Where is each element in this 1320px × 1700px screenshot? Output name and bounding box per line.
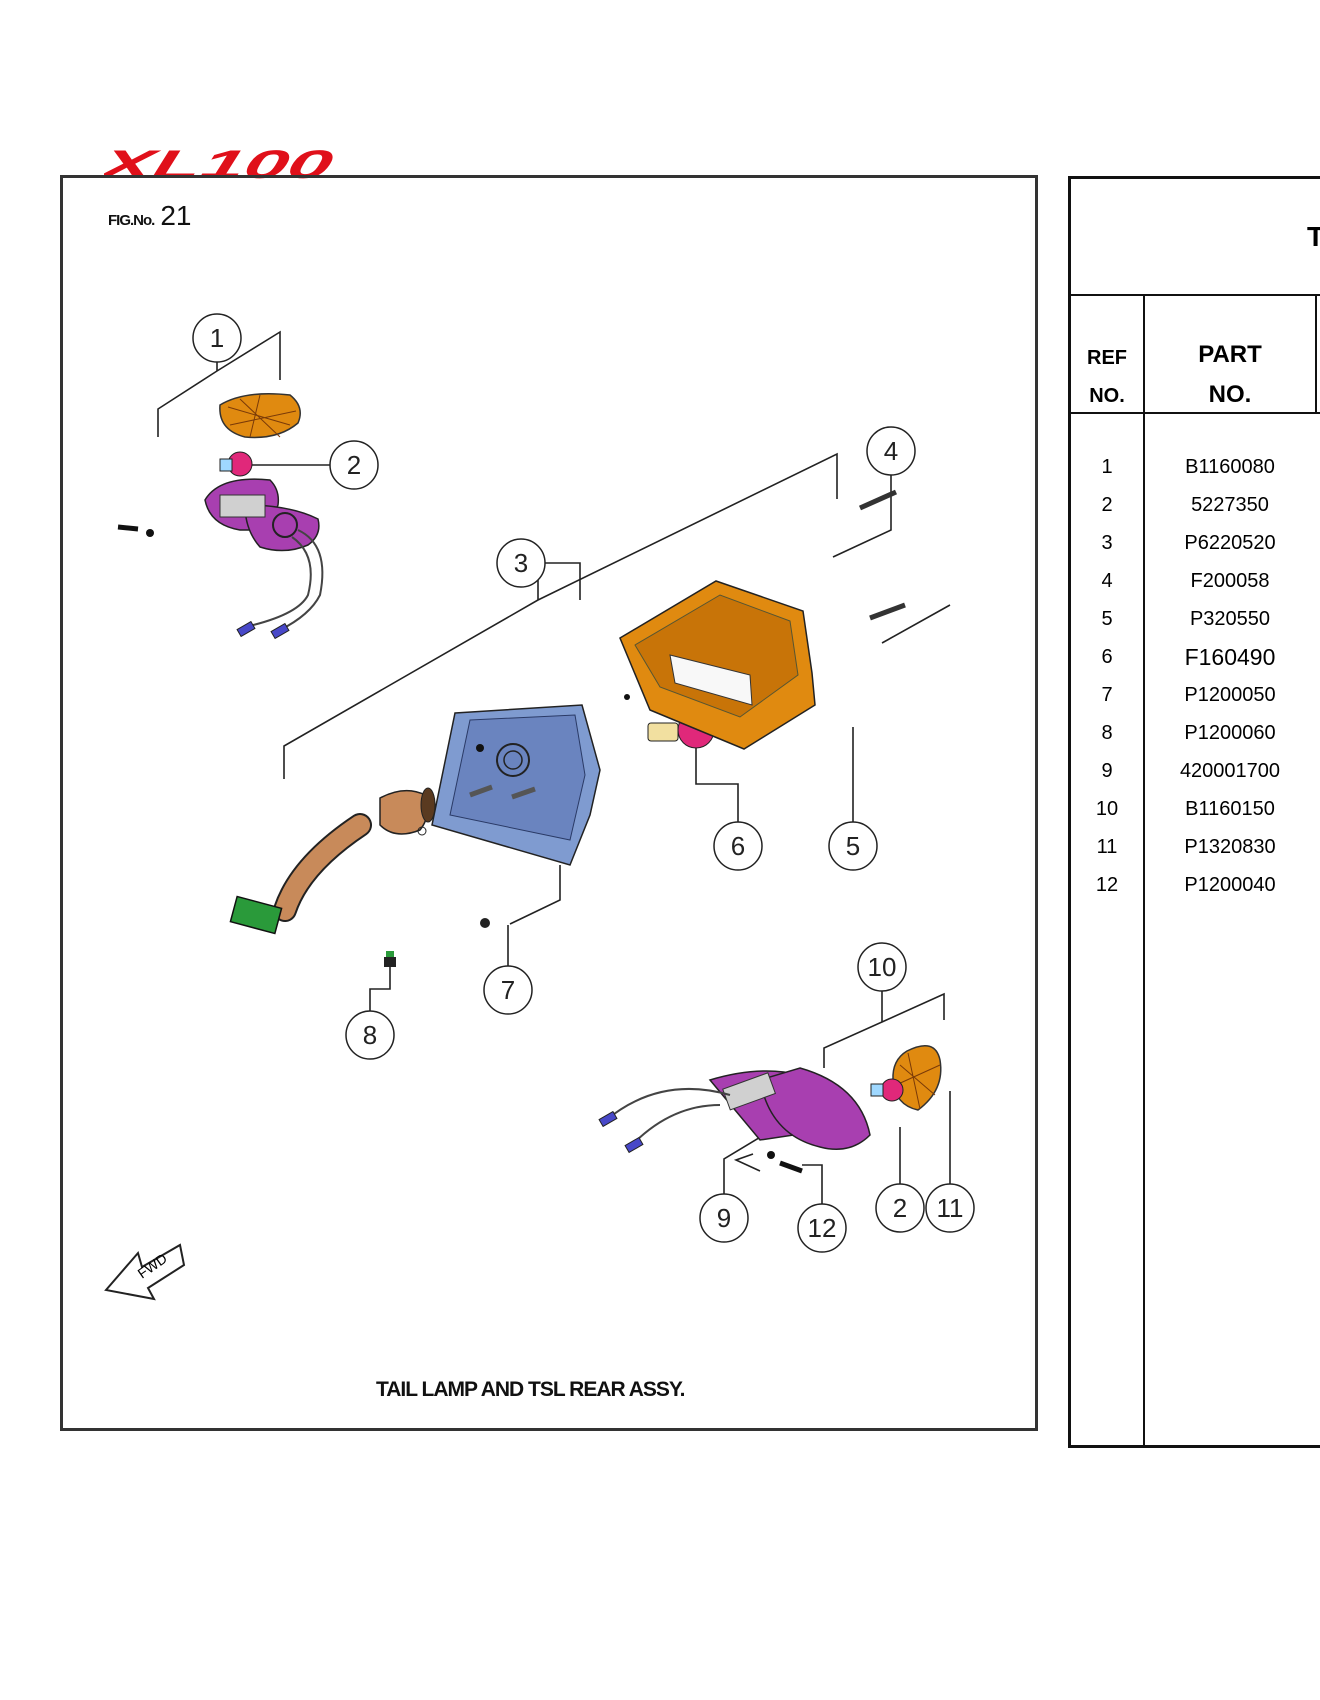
table-row: 1 B1160080 <box>1071 448 1315 486</box>
figure-label-text: FIG.No. <box>108 212 155 229</box>
turn-signal-left <box>117 393 324 640</box>
callout-4 <box>866 426 916 476</box>
callout-12 <box>797 1203 847 1253</box>
column-divider-2 <box>1315 296 1317 414</box>
leader-lines <box>157 330 951 1205</box>
part-no: 5227350 <box>1191 494 1269 516</box>
ref-no: 10 <box>1095 798 1119 820</box>
part-no: P6220520 <box>1184 532 1276 554</box>
callout-10-label: 10 <box>868 952 897 982</box>
ref-no: 11 <box>1096 836 1118 858</box>
table-row: 9 420001700 <box>1071 752 1315 790</box>
callout-2-label: 2 <box>347 450 361 480</box>
nut-8 <box>384 957 396 967</box>
part-no: B1160080 <box>1185 456 1275 478</box>
ref-no: 6 <box>1101 646 1113 668</box>
fwd-arrow-icon: FWD <box>104 1243 186 1301</box>
part-no: P320550 <box>1189 608 1271 630</box>
header-part-line1: PART <box>1198 341 1262 368</box>
callout-3-label: 3 <box>514 548 528 578</box>
callouts: 1 2 3 4 5 6 7 8 9 10 11 2 12 <box>192 313 975 1253</box>
part-no: B1160150 <box>1185 798 1275 820</box>
callout-8 <box>345 1010 395 1060</box>
table-row: 8 P1200060 <box>1071 714 1315 752</box>
ref-no: 1 <box>1101 456 1113 478</box>
callout-5 <box>828 821 878 871</box>
tail-lamp-base <box>431 704 601 866</box>
ref-no: 3 <box>1101 532 1113 554</box>
part-no: P1320830 <box>1184 836 1276 858</box>
callout-7 <box>483 965 533 1015</box>
table-row: 5 P320550 <box>1071 600 1315 638</box>
figure-number: 21 <box>160 200 192 231</box>
part-no: P1200050 <box>1184 684 1276 706</box>
callout-11 <box>925 1183 975 1233</box>
header-part-line2: NO. <box>1208 381 1252 408</box>
callout-11-label: 11 <box>937 1193 964 1223</box>
turn-signal-right <box>598 1044 942 1174</box>
figure-panel <box>60 175 1038 1431</box>
ref-no: 2 <box>1101 494 1113 516</box>
callout-9 <box>699 1193 749 1243</box>
ref-no: 12 <box>1095 874 1119 896</box>
callout-1 <box>192 313 242 363</box>
tail-lens <box>619 489 906 750</box>
ref-no: 4 <box>1101 570 1113 592</box>
figure-caption: TAIL LAMP AND TSL REAR ASSY. <box>376 1378 685 1401</box>
figure-label: FIG.No. 21 <box>108 200 191 232</box>
part-no: 420001700 <box>1179 760 1281 782</box>
table-row: 7 P1200050 <box>1071 676 1315 714</box>
part-no: F200058 <box>1190 570 1270 592</box>
callout-12-label: 12 <box>808 1213 837 1243</box>
callout-1-label: 1 <box>210 323 224 353</box>
table-row: 12 P1200040 <box>1071 866 1315 904</box>
table-title-cell: T <box>1071 179 1320 296</box>
callout-2b-label: 2 <box>893 1193 907 1223</box>
nut-8-top <box>386 951 394 957</box>
callout-2b <box>875 1183 925 1233</box>
table-row: 2 5227350 <box>1071 486 1315 524</box>
column-divider <box>1143 296 1145 1448</box>
callout-7-label: 7 <box>501 975 515 1005</box>
table-row: 11 P1320830 <box>1071 828 1315 866</box>
part-no: P1200040 <box>1184 874 1276 896</box>
callout-8-label: 8 <box>363 1020 377 1050</box>
ref-no: 8 <box>1101 722 1113 744</box>
callout-10 <box>857 942 907 992</box>
xl100-logo: XL100 <box>104 148 338 184</box>
ref-no: 9 <box>1101 760 1113 782</box>
callout-9-label: 9 <box>717 1203 731 1233</box>
callout-3 <box>496 538 546 588</box>
table-row: 4 F200058 <box>1071 562 1315 600</box>
table-row: 3 P6220520 <box>1071 524 1315 562</box>
table-row: 10 B1160150 <box>1071 790 1315 828</box>
callout-6 <box>713 821 763 871</box>
callout-4-label: 4 <box>884 436 898 466</box>
callout-6-label: 6 <box>731 831 745 861</box>
socket-harness <box>229 787 436 935</box>
header-divider <box>1071 412 1320 414</box>
header-part: PART NO. <box>1145 335 1315 415</box>
callout-5-label: 5 <box>846 831 860 861</box>
header-ref: REF NO. <box>1071 339 1143 415</box>
callout-2 <box>329 440 379 490</box>
part-no: F160490 <box>1184 644 1276 670</box>
ref-no: 7 <box>1101 684 1113 706</box>
header-ref-line2: NO. <box>1089 385 1125 407</box>
table-row: 6 F160490 <box>1071 638 1315 676</box>
logo-text: XL100 <box>104 148 338 184</box>
ref-no: 5 <box>1101 608 1113 630</box>
nut-7 <box>480 918 490 928</box>
table-title: T <box>1307 221 1320 252</box>
part-no: P1200060 <box>1184 722 1276 744</box>
exploded-diagram: FWD 1 2 3 4 5 6 7 8 9 10 11 2 12 <box>104 313 975 1301</box>
header-ref-line1: REF <box>1087 347 1127 369</box>
